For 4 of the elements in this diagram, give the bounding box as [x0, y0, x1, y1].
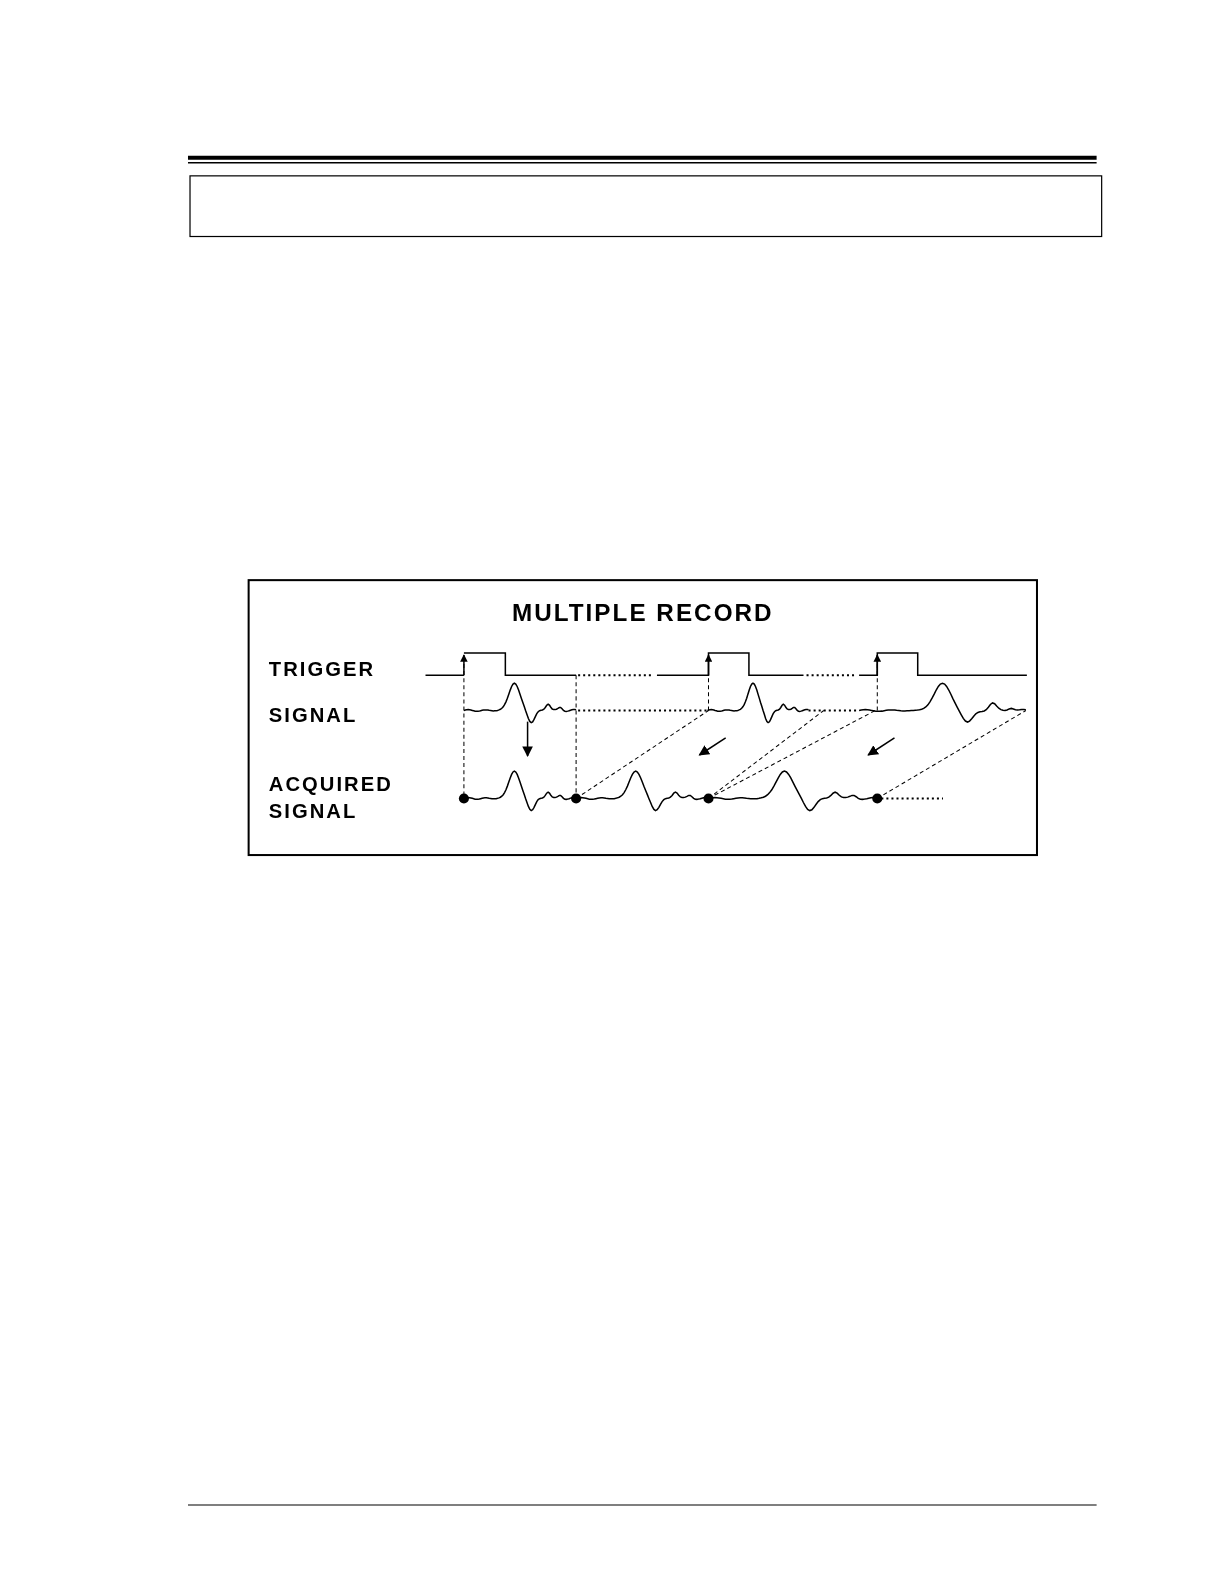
row-label: TRIGGER	[268, 656, 376, 683]
diagram-title: MULTIPLE RECORD	[510, 599, 775, 626]
row-label: ACQUIRED SIGNAL	[268, 772, 394, 824]
row-label: SIGNAL	[268, 702, 358, 728]
